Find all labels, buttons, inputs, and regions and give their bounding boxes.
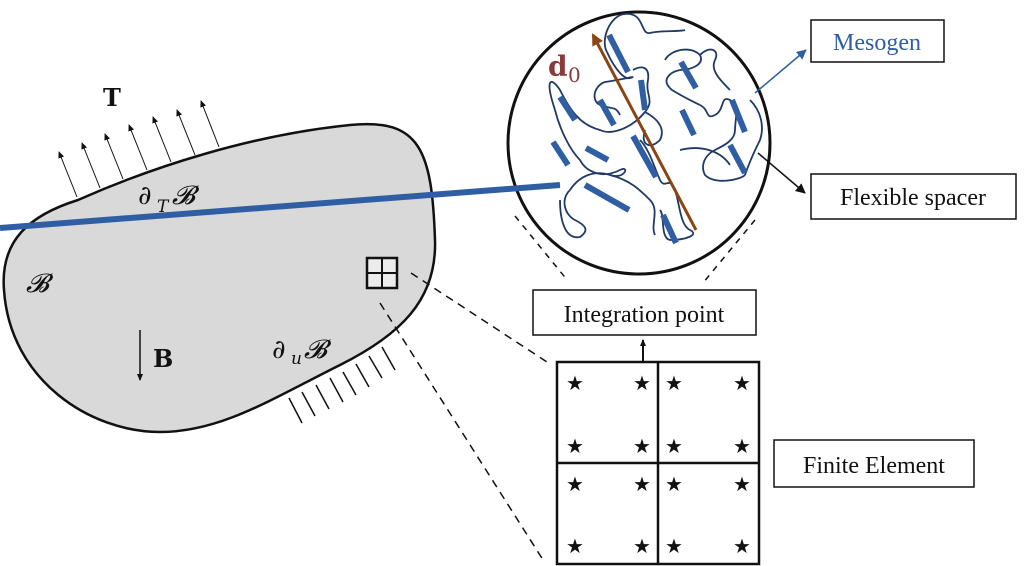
mesogen — [0, 182, 561, 231]
integration-point-star: ★ — [566, 371, 584, 395]
mesogen — [679, 108, 697, 137]
mesogen — [660, 213, 679, 245]
integration-point-star: ★ — [665, 371, 683, 395]
integration-point-star: ★ — [665, 434, 683, 458]
spacer-callout-arrow — [757, 152, 806, 194]
svg-text:d: d — [548, 50, 568, 83]
integration-point-star: ★ — [566, 434, 584, 458]
traction-arrow — [176, 109, 196, 156]
integration-point-star: ★ — [566, 534, 584, 558]
traction-arrow — [200, 100, 220, 148]
mesogen — [584, 145, 610, 163]
flexible-spacer-chains — [548, 13, 763, 241]
mesogen — [729, 98, 748, 134]
mesogen — [630, 134, 659, 179]
traction-arrows — [58, 100, 220, 198]
integration-point-star: ★ — [633, 534, 651, 558]
flexible-spacer-callout: Flexible spacer — [810, 173, 1017, 220]
zoom-lines-micro — [514, 215, 756, 284]
traction-arrow — [58, 151, 78, 198]
mesogen — [727, 143, 748, 175]
mesogen — [638, 79, 648, 111]
finite-element-callout: Finite Element — [773, 439, 975, 488]
integration-point-star: ★ — [733, 472, 751, 496]
integration-point-star: ★ — [733, 534, 751, 558]
mesogen — [606, 33, 631, 74]
traction-arrow — [104, 133, 124, 180]
mesh-element-icon — [365, 256, 399, 290]
traction-arrow — [81, 142, 101, 189]
integration-point-star: ★ — [733, 434, 751, 458]
svg-text:u: u — [291, 349, 302, 369]
svg-text:T: T — [157, 197, 170, 217]
flexible-spacer-label: Flexible spacer — [840, 185, 986, 211]
traction-arrow — [152, 116, 172, 163]
mesogen-callout: Mesogen — [810, 19, 945, 63]
displacement-boundary-label: ∂ u 𝓑 — [272, 335, 332, 369]
director-label: d 0 — [548, 50, 581, 87]
mesogen-callout-arrow — [754, 49, 807, 94]
finite-element-label: Finite Element — [803, 453, 945, 479]
body-force-label: B — [153, 344, 173, 373]
integration-point-star: ★ — [633, 371, 651, 395]
integration-point-star: ★ — [566, 472, 584, 496]
svg-text:0: 0 — [568, 63, 581, 87]
fixed-boundary-hatching — [288, 346, 396, 424]
body-force: B — [137, 330, 173, 381]
integration-point-callout: Integration point — [532, 289, 757, 336]
integration-points: ★ ★ ★ ★ ★ ★ ★ ★ ★ ★ ★ ★ ★ ★ ★ ★ — [566, 371, 751, 558]
integration-point-star: ★ — [633, 434, 651, 458]
mesogen — [557, 95, 578, 122]
mesogens — [0, 33, 748, 245]
traction-arrow — [128, 124, 148, 171]
mesogen — [597, 98, 617, 127]
integration-point-star: ★ — [665, 534, 683, 558]
svg-text:∂: ∂ — [272, 335, 285, 365]
mesogen — [583, 182, 631, 213]
integration-point-star: ★ — [733, 371, 751, 395]
finite-element-grid — [555, 360, 761, 566]
integration-point-star: ★ — [633, 472, 651, 496]
mesogen-label: Mesogen — [833, 30, 921, 56]
zoom-lines-body — [379, 272, 548, 564]
integration-point-label: Integration point — [564, 302, 725, 328]
mesogen — [550, 140, 571, 167]
integration-point-star: ★ — [665, 472, 683, 496]
director-arrow — [591, 33, 698, 231]
traction-label: T — [103, 83, 121, 112]
mesogen — [678, 60, 699, 90]
svg-text:∂: ∂ — [138, 181, 151, 211]
